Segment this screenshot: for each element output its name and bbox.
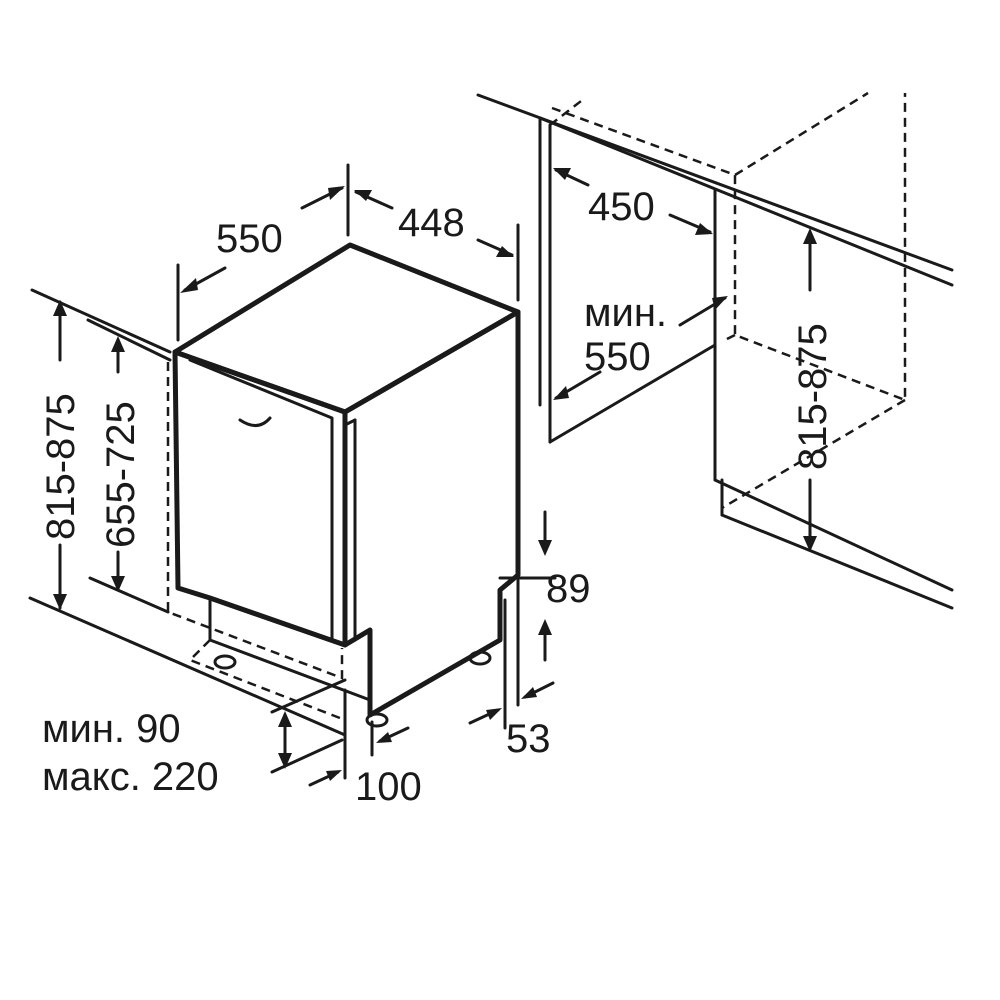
arrow-niche-h-bottom <box>803 536 817 552</box>
arrow-niche-h-top <box>803 228 817 244</box>
foot-front-left <box>213 654 237 670</box>
arrow-width-right <box>496 246 514 257</box>
side-face <box>342 309 521 718</box>
arrow-door-bottom <box>111 576 125 592</box>
label-depth: 550 <box>216 217 283 261</box>
niche-corner-dashed <box>724 333 736 342</box>
foot-back-right <box>468 650 492 666</box>
ext-height-top <box>30 288 172 354</box>
ext-toe-bottom <box>270 738 344 774</box>
front-face <box>172 349 348 648</box>
arrow-depth-left <box>180 278 198 293</box>
label-niche-depth-line1: мин. <box>584 291 667 335</box>
arrow-height-bottom <box>53 594 67 610</box>
niche-top-left-dashed <box>549 97 586 126</box>
ext-door-bottom <box>88 576 170 614</box>
foot-front-right <box>365 712 389 728</box>
door-handle <box>238 416 272 427</box>
left-panel-bottom <box>548 343 717 444</box>
arrow-100-left <box>326 770 342 781</box>
arrow-100-right <box>376 732 392 743</box>
door-panel-edge <box>188 358 334 642</box>
label-total-height: 815-875 <box>39 393 83 540</box>
dimension-lines <box>28 163 817 787</box>
arrow-niche-w-right <box>695 223 713 235</box>
countertop-edge-bottom <box>538 116 954 287</box>
dimension-labels: 550 448 450 мин. 550 815-875 815-875 655… <box>39 185 835 809</box>
dishwasher-body <box>166 242 521 728</box>
arrow-depth-right <box>328 186 345 200</box>
cabinet-niche <box>476 91 954 610</box>
door-dashed-outline <box>166 362 344 680</box>
label-foot-depth: 100 <box>355 765 422 809</box>
niche-floor-dashed <box>721 398 906 510</box>
arrow-door-top <box>111 336 125 352</box>
ext-toe-top <box>270 678 347 714</box>
label-plinth-height: 89 <box>546 567 591 611</box>
arrow-width-left <box>354 190 372 201</box>
arrow-toe-top <box>278 711 292 727</box>
door-lip <box>343 418 357 427</box>
ext-door-top <box>86 318 172 362</box>
label-foot-offset: 53 <box>506 717 551 761</box>
plinth-dashed <box>187 639 346 722</box>
arrow-89-bottom <box>538 619 552 635</box>
arrow-53-left <box>486 708 502 720</box>
top-face <box>172 242 521 415</box>
label-toe-kick-max: макс. 220 <box>42 755 219 799</box>
arrow-53-right <box>521 687 537 699</box>
niche-top-dashed <box>734 91 869 177</box>
label-niche-depth-line2: 550 <box>584 335 651 379</box>
floor-line-1 <box>713 478 954 592</box>
arrow-toe-bottom <box>278 753 292 769</box>
arrow-niche-w-left <box>553 168 571 180</box>
label-width: 448 <box>398 201 465 245</box>
ext-height-bottom <box>28 596 347 737</box>
label-niche-height: 815-875 <box>791 323 835 470</box>
label-door-height: 655-725 <box>99 401 143 548</box>
label-niche-width: 450 <box>588 185 655 229</box>
floor-line-2 <box>720 513 954 610</box>
arrow-height-top <box>53 300 67 316</box>
label-toe-kick-min: мин. 90 <box>42 707 181 751</box>
arrow-niche-d-bottom <box>553 386 569 400</box>
arrow-niche-d-top <box>712 296 728 310</box>
arrow-89-top <box>538 540 552 556</box>
